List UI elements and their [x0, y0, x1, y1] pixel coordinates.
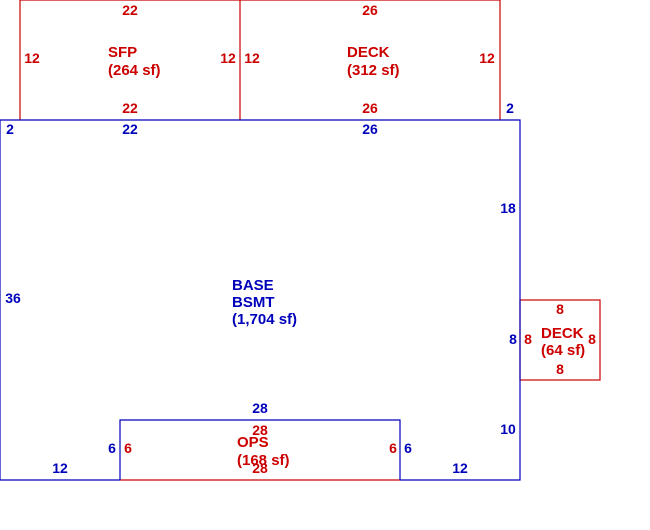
dim-sfp-right: 12	[220, 50, 236, 66]
deck-top-area-label: DECK (312 sf)	[347, 44, 400, 79]
ops-name: OPS	[237, 434, 269, 451]
dim-base-top-left: 22	[122, 121, 138, 137]
dim-base-top-right: 26	[362, 121, 378, 137]
dim-deck-right-bottom: 8	[556, 361, 564, 377]
dim-sfp-left: 12	[24, 50, 40, 66]
ops-area-label: OPS (168 sf)	[237, 434, 290, 469]
base-name: BASE	[232, 277, 274, 294]
dim-sfp-bottom: 22	[122, 100, 138, 116]
dim-deck-top-right: 12	[479, 50, 495, 66]
dim-ops-left: 6	[124, 440, 132, 456]
ops-size: (168 sf)	[237, 452, 290, 469]
dim-deck-top-left: 12	[244, 50, 260, 66]
dim-deck-right-top: 8	[556, 301, 564, 317]
dim-base-right-upper: 18	[500, 200, 516, 216]
dim-ops-right: 6	[389, 440, 397, 456]
dim-base-ops-left: 6	[108, 440, 116, 456]
sfp-area-label: SFP (264 sf)	[108, 44, 161, 79]
deck-top-size: (312 sf)	[347, 62, 400, 79]
dim-base-right-notch: 2	[506, 100, 514, 116]
dim-deck-right-right: 8	[588, 331, 596, 347]
dim-base-ops-top: 28	[252, 400, 268, 416]
addition-dimensions: 22 12 12 22 26 12 12 26 8 8 8 8 28 6 6 2…	[24, 2, 596, 476]
deck-right-size: (64 sf)	[541, 342, 585, 359]
dim-deck-top-top: 26	[362, 2, 378, 18]
base-size: (1,704 sf)	[232, 311, 297, 328]
dim-base-bottom-left: 12	[52, 460, 68, 476]
dim-base-right-mid: 8	[509, 331, 517, 347]
dim-base-bottom-right: 12	[452, 460, 468, 476]
dim-ops-top: 28	[252, 422, 268, 438]
dim-deck-right-left: 8	[524, 331, 532, 347]
dim-base-left: 36	[5, 290, 21, 306]
dim-base-left-notch: 2	[6, 121, 14, 137]
sfp-name: SFP	[108, 44, 137, 61]
base-type: BSMT	[232, 294, 275, 311]
dim-base-right-lower: 10	[500, 421, 516, 437]
sfp-size: (264 sf)	[108, 62, 161, 79]
deck-right-name: DECK	[541, 325, 584, 342]
deck-top-name: DECK	[347, 44, 390, 61]
base-outline	[0, 119, 521, 481]
base-dimensions: 22 26 2 2 36 18 8 10 12 12 28 6 6	[5, 100, 517, 476]
base-area-label: BASE BSMT (1,704 sf)	[232, 277, 297, 328]
dim-sfp-top: 22	[122, 2, 138, 18]
base-perimeter	[0, 119, 521, 481]
deck-top-outline	[240, 0, 501, 120]
deck-right-area-label: DECK (64 sf)	[541, 325, 585, 359]
sfp-outline	[19, 0, 241, 120]
dim-base-ops-right: 6	[404, 440, 412, 456]
addition-outlines	[19, 0, 601, 481]
dim-ops-bottom: 28	[252, 460, 268, 476]
dim-deck-top-bottom: 26	[362, 100, 378, 116]
ops-notch	[119, 419, 401, 480]
